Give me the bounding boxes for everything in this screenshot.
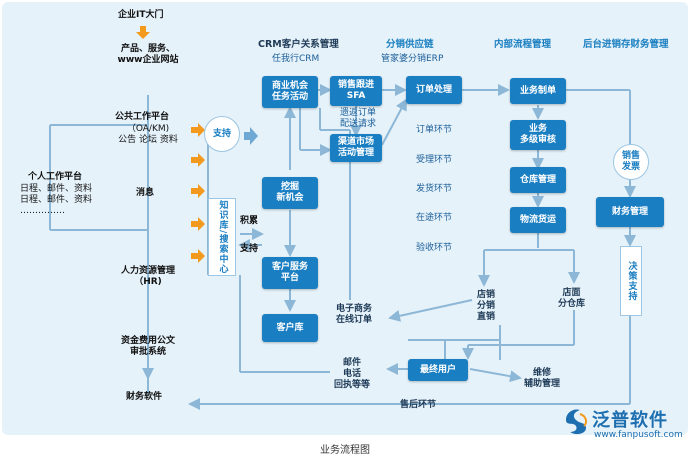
approval-label: 资金费用公文审批系统 — [120, 336, 175, 357]
header-crm: CRM客户关系管理 — [258, 39, 339, 50]
public-platform-label: 公共工作平台 — [115, 112, 170, 122]
header-dist-sub: 管家婆分销ERP — [381, 54, 444, 64]
header-backend: 后台进销存财务管理 — [583, 39, 669, 50]
diagram-panel — [2, 2, 688, 435]
header-dist: 分销供应链 — [386, 39, 434, 50]
brand-url: www.fanpusoft.com — [594, 430, 683, 440]
box-logistics: 物流货运 — [510, 207, 566, 233]
knowledge-search-center: 知识库/搜索中心 — [208, 198, 236, 276]
box-multi-audit: 业务多级审核 — [510, 120, 566, 150]
public-platform-sub: （OA/KM)公告 论坛 资料 — [118, 124, 178, 145]
order-link-5: 验收环节 — [416, 243, 453, 253]
sales-invoice-circle: 销售发票 — [613, 144, 649, 180]
box-dig-opportunity: 挖掘新机会 — [262, 177, 318, 209]
after-sales-label: 售后环节 — [400, 400, 437, 410]
decision-support: 决策支持 — [620, 246, 642, 316]
message-label: 消息 — [136, 188, 155, 198]
brand-logo: 泛普软件 www.fanpusoft.com — [562, 404, 686, 444]
brand-name: 泛普软件 — [592, 410, 668, 431]
box-business-opportunity: 商业机会任务活动 — [262, 76, 318, 108]
support-label: 支持 — [240, 244, 259, 254]
box-customer-service-platform: 客户服务平台 — [262, 257, 318, 289]
box-business-order: 业务制单 — [510, 78, 566, 104]
finance-software-label: 财务软件 — [126, 392, 163, 402]
order-link-1: 订单环节 — [416, 125, 453, 135]
box-finance-management: 财务管理 — [596, 197, 664, 227]
personal-platform-lines: 日程、邮件、资料日程、邮件、资料…………… — [20, 184, 93, 216]
loss-order-label: 遗返订单配送请求 — [340, 108, 377, 129]
brand-logo-icon — [566, 409, 588, 435]
order-link-4: 在途环节 — [416, 213, 453, 223]
portal-label: 企业IT大门 — [118, 10, 164, 20]
diagram-caption: 业务流程图 — [320, 445, 370, 456]
hr-label: 人力资源管理（HR) — [120, 266, 175, 287]
box-warehouse: 仓库管理 — [510, 167, 566, 193]
personal-platform-label: 个人工作平台 — [28, 172, 83, 182]
box-order-processing: 订单处理 — [406, 76, 462, 104]
contact-label: 邮件电话回执等等 — [334, 358, 371, 390]
order-link-2: 受理环节 — [416, 155, 453, 165]
box-channel-marketing: 渠道市场活动管理 — [330, 134, 382, 162]
box-customer-library: 客户库 — [262, 314, 318, 342]
header-internal: 内部流程管理 — [494, 39, 552, 50]
accumulate-label: 积累 — [240, 216, 259, 226]
store-warehouse-label: 店面分仓库 — [558, 288, 586, 309]
support-circle: 支持 — [204, 116, 240, 152]
products-label: 产品、服务、www企业网站 — [117, 44, 179, 65]
box-end-user: 最终用户 — [408, 359, 468, 381]
order-link-3: 发货环节 — [416, 184, 453, 194]
orange-arrows — [136, 26, 205, 263]
ecommerce-label: 电子商务在线订单 — [336, 304, 373, 325]
header-crm-sub: 任我行CRM — [272, 54, 320, 64]
repair-label: 维修辅助管理 — [524, 368, 561, 389]
store-sales-label: 店销分销直销 — [477, 290, 496, 322]
